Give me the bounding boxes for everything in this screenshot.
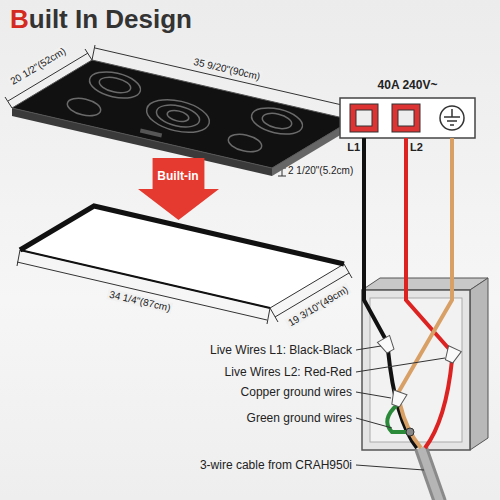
cable-sheath <box>421 448 440 500</box>
terminal-name: L2 <box>410 141 423 153</box>
cable-conduit <box>421 448 440 500</box>
copper-wire <box>398 138 452 393</box>
dimension-label: 34 1/4"(87cm) <box>106 288 173 314</box>
wire-nuts <box>377 335 461 408</box>
arrow-shape <box>138 158 219 220</box>
wire-callout: Green ground wires <box>247 411 352 425</box>
arrow-fill <box>138 158 219 220</box>
terminal-l2 <box>392 104 420 132</box>
wire-callout: Live Wires L1: Black-Black <box>210 343 352 357</box>
node-heading: 40A 240V~ <box>378 78 438 92</box>
black-wire <box>364 138 386 340</box>
dimension-lines <box>5 45 355 324</box>
junction-box-top <box>362 278 488 290</box>
built-in-arrow: Built-in <box>138 158 219 220</box>
terminal-screw <box>356 110 372 126</box>
cutout-opening <box>20 206 344 308</box>
control-panel <box>140 129 162 138</box>
red-wire <box>425 360 452 448</box>
terminal-screw <box>398 110 414 126</box>
leader-lines <box>356 346 445 470</box>
terminal-name: L1 <box>347 141 360 153</box>
node-heading: Built-in <box>157 169 198 183</box>
cooktop-glass <box>12 60 352 168</box>
ground-screw <box>406 428 414 436</box>
cable-callout: 3-wire cable from CRAH950i <box>200 458 352 472</box>
terminal-block <box>340 98 475 138</box>
copper-wire <box>400 404 421 448</box>
wire-callout: Copper ground wires <box>241 385 352 399</box>
terminal-l1 <box>350 104 378 132</box>
junction-box-inner <box>370 298 462 442</box>
burners <box>66 67 305 154</box>
terminal-block-label: 40A 240V~ <box>340 78 475 138</box>
junction-box-side <box>470 278 488 450</box>
ground-symbol <box>440 106 464 130</box>
diagram-title: Built In Design <box>10 4 192 35</box>
dimension-label: 2 1/20"(5.2cm) <box>288 165 353 176</box>
wire-callout: Live Wires L2: Red-Red <box>225 365 352 379</box>
